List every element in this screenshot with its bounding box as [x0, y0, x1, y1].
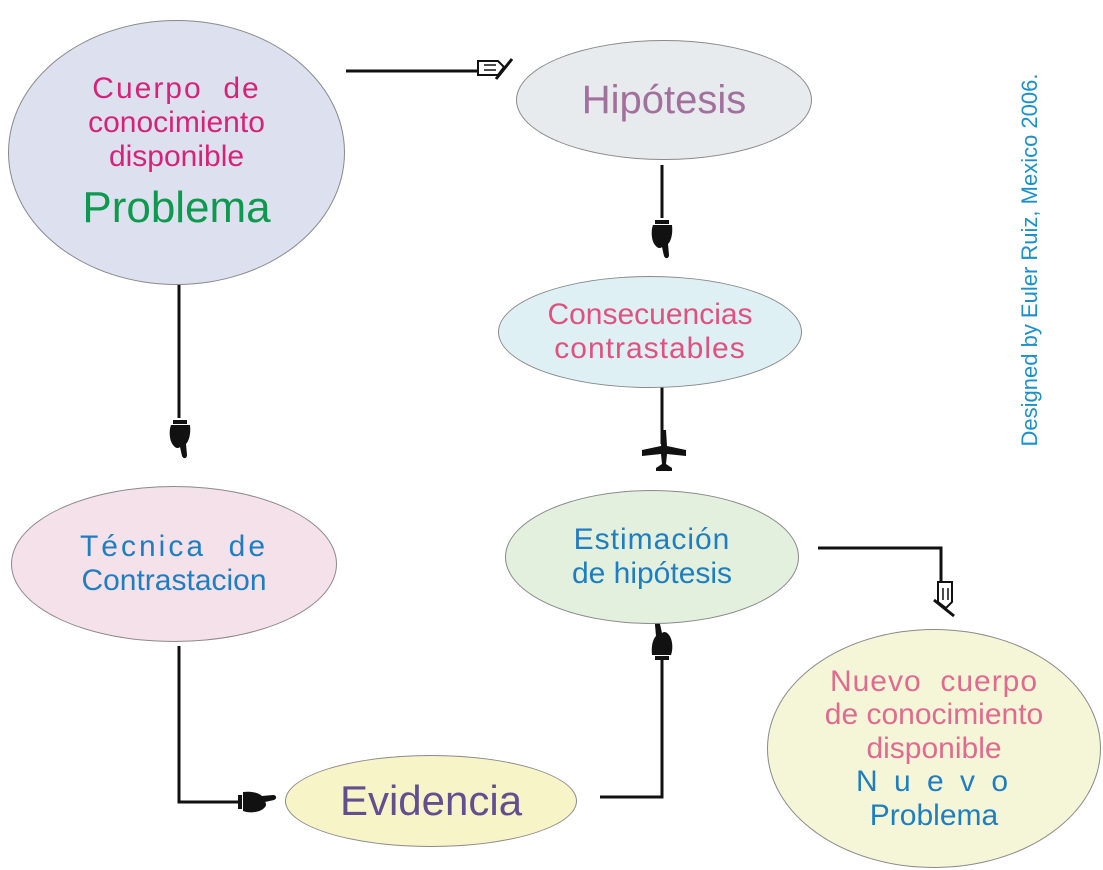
node-nuevo-cuerpo: Nuevo cuerpo de conocimiento disponible …: [767, 629, 1101, 868]
writing-hand-icon: [932, 580, 956, 618]
node-nuevo-line2: de conocimiento: [824, 698, 1044, 732]
node-estimacion: Estimación de hipótesis: [505, 490, 799, 624]
connector-evidencia-estimacion: [600, 660, 664, 799]
node-consecuencias: Consecuencias contrastables: [498, 276, 802, 388]
node-hipotesis: Hipótesis: [516, 40, 812, 160]
node-nuevo-line4: N u e v o: [855, 765, 1013, 799]
pointing-hand-down-icon: [651, 220, 673, 259]
pointing-hand-down-icon: [169, 420, 191, 459]
node-cuerpo-problema: Problema: [82, 183, 271, 233]
node-evidencia: Evidencia: [285, 755, 577, 847]
node-nuevo-line3: disponible: [866, 731, 1002, 765]
connector-tecnica-evidencia: [177, 646, 238, 804]
airplane-icon: [642, 430, 686, 471]
node-nuevo-problema: Problema: [869, 798, 999, 832]
node-consecuencias-line1: Consecuencias: [547, 298, 753, 332]
node-estimacion-line1: Estimación: [573, 523, 731, 557]
designer-credit: Designed by Euler Ruiz, Mexico 2006.: [1017, 73, 1042, 447]
node-cuerpo-conocimiento: Cuerpo de conocimiento disponible Proble…: [8, 20, 345, 285]
node-cuerpo-line2: conocimiento: [88, 106, 265, 140]
node-tecnica-line2: Contrastacion: [81, 564, 267, 597]
connector-estimacion-nuevo: [818, 546, 943, 582]
node-nuevo-line1: Nuevo cuerpo: [829, 664, 1039, 698]
node-cuerpo-line3: disponible: [108, 139, 245, 173]
node-cuerpo-line1: Cuerpo de: [92, 72, 261, 106]
node-hipotesis-label: Hipótesis: [581, 77, 747, 122]
node-estimacion-line2: de hipótesis: [571, 557, 733, 590]
writing-hand-icon: [476, 57, 514, 81]
node-tecnica: Técnica de Contrastacion: [11, 486, 337, 642]
pointing-hand-up-icon: [651, 621, 673, 660]
node-evidencia-label: Evidencia: [339, 777, 523, 825]
node-tecnica-line1: Técnica de: [79, 530, 269, 564]
pointing-hand-right-icon: [238, 791, 277, 813]
node-consecuencias-line2: contrastables: [554, 332, 746, 365]
